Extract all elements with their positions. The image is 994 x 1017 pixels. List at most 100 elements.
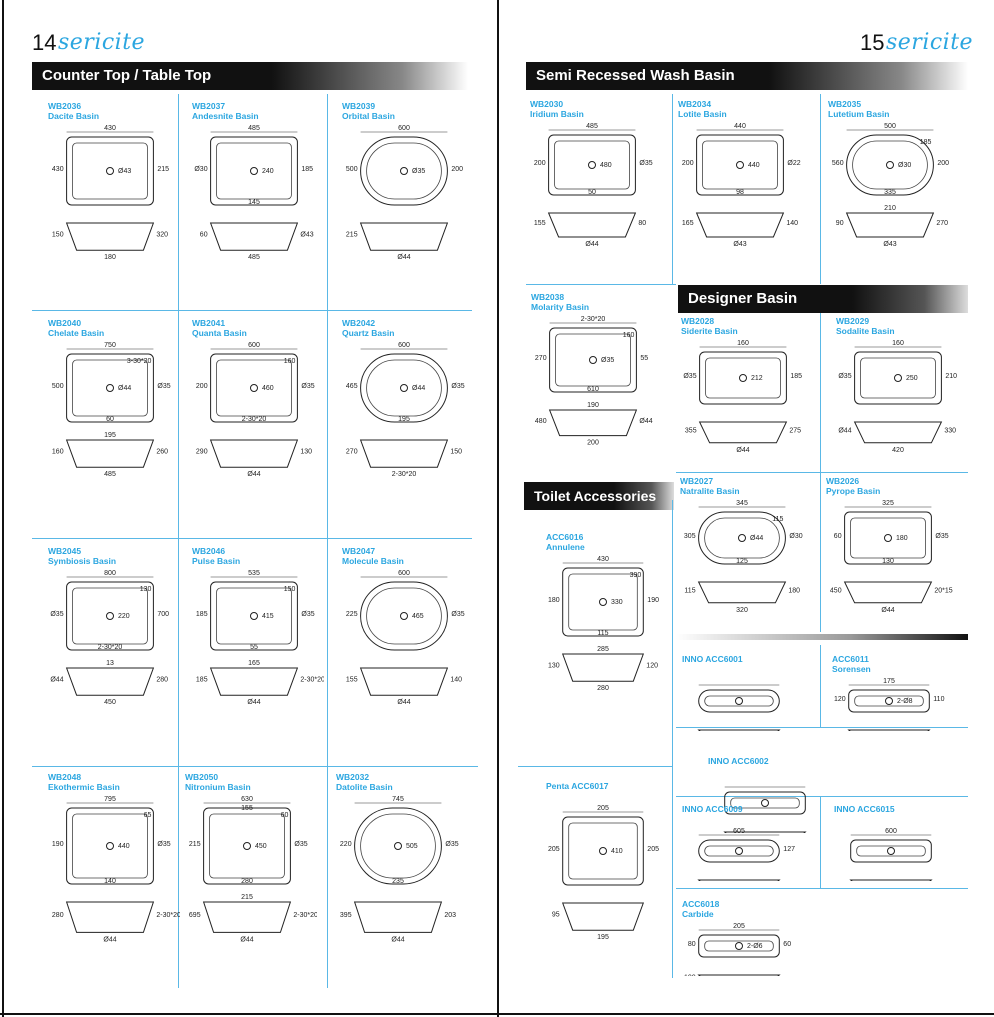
dimension-label: Ø44 xyxy=(585,241,598,248)
dimension-label: Ø44 xyxy=(639,418,652,425)
dimension-label: 700 xyxy=(157,611,169,618)
product-name: Sodalite Basin xyxy=(836,326,895,336)
basin-outline xyxy=(66,136,154,206)
product-code: WB2045 xyxy=(48,546,82,556)
product-name: Pulse Basin xyxy=(192,556,241,566)
dimension-label: 160 xyxy=(892,340,904,347)
dimension-label: 290 xyxy=(196,449,208,456)
drain-hole xyxy=(599,847,607,855)
dimension-label: 98 xyxy=(736,189,744,196)
dimension-label: 560 xyxy=(832,160,844,167)
basin-outline xyxy=(724,791,806,815)
grid-line xyxy=(526,284,676,285)
product-code: ACC6016 xyxy=(546,532,584,542)
dimension-label: 180 xyxy=(548,597,560,604)
dimension-label: 600 xyxy=(398,125,410,132)
dimension-label: Ø44 xyxy=(247,699,260,706)
dimension-label: 185 xyxy=(301,166,313,173)
section-bar-designer: Designer Basin xyxy=(678,285,968,313)
product-name: Lotite Basin xyxy=(678,109,727,119)
dimension-label: 185 xyxy=(790,373,802,380)
dimension-label: 130 xyxy=(882,558,894,565)
basin-bowl xyxy=(854,695,924,707)
dimension-label: 430 xyxy=(104,125,116,132)
basin-bowl xyxy=(209,813,285,879)
dimension-label: Ø43 xyxy=(883,241,896,248)
grid-line xyxy=(32,538,472,539)
basin-outline xyxy=(854,351,942,405)
dimension-label: 505 xyxy=(406,843,418,850)
product-code: WB2038 xyxy=(531,292,565,302)
basin-side-profile xyxy=(561,902,645,931)
product-code: Penta ACC6017 xyxy=(546,781,609,791)
dimension-label: 160 xyxy=(623,332,635,339)
grid-line xyxy=(820,796,821,888)
grid-line xyxy=(178,94,179,310)
dimension-label: 180 xyxy=(896,535,908,542)
dimension-label: Ø43 xyxy=(733,241,746,248)
dimension-label: 125 xyxy=(736,558,748,565)
dimension-label: 155 xyxy=(241,805,253,812)
dimension-label: Ø35 xyxy=(412,168,425,175)
basin-outline xyxy=(203,807,291,885)
basin-bowl xyxy=(568,573,638,631)
product-code: WB2039 xyxy=(342,101,376,111)
dimension-label: Ø35 xyxy=(50,611,63,618)
dimension-label: Ø35 xyxy=(935,533,948,540)
basin-outline xyxy=(698,839,780,863)
dimension-label: 150 xyxy=(52,232,64,239)
basin-side-profile xyxy=(845,212,935,238)
dimension-label: 50 xyxy=(588,189,596,196)
product-code: WB2041 xyxy=(192,318,226,328)
accessories-drawing xyxy=(697,684,781,731)
dimension-label: 160 xyxy=(737,340,749,347)
dimension-label: 110 xyxy=(933,696,944,703)
dimension-label: Ø35 xyxy=(157,383,170,390)
product-code: INNO ACC6001 xyxy=(682,654,743,664)
product-name: Orbital Basin xyxy=(342,111,395,121)
drain-hole xyxy=(106,384,114,392)
dimension-label: Ø35 xyxy=(601,357,614,364)
dimension-label: 205 xyxy=(733,923,745,930)
drain-hole xyxy=(250,384,258,392)
product-code: WB2040 xyxy=(48,318,82,328)
drain-hole xyxy=(886,161,894,169)
left-page-number: 14 xyxy=(32,30,57,55)
dimension-label: 275 xyxy=(789,427,801,434)
grid-line xyxy=(676,796,968,797)
dimension-label: 480 xyxy=(600,162,612,169)
dimension-label: 610 xyxy=(587,386,599,393)
product-name: Quanta Basin xyxy=(192,328,247,338)
dimension-label: 450 xyxy=(104,699,116,706)
dimension-label: 280 xyxy=(156,677,168,684)
basin-bowl xyxy=(216,142,292,200)
dimension-label: 280 xyxy=(241,878,253,885)
dimension-label: 210 xyxy=(945,373,957,380)
dimension-label: 250 xyxy=(906,375,918,382)
basin-side-profile xyxy=(853,421,943,444)
basin-outline xyxy=(548,134,636,196)
product-name: Ekothermic Basin xyxy=(48,782,120,792)
dimension-label: 390 xyxy=(630,572,642,579)
dimension-label: 2-30*20 xyxy=(242,416,267,423)
dimension-label: 605 xyxy=(733,828,745,835)
basin-side-profile xyxy=(695,212,785,238)
dimension-label: 200 xyxy=(196,383,208,390)
dimension-label: 600 xyxy=(885,828,897,835)
dimension-label: 270 xyxy=(346,449,358,456)
basin-bowl xyxy=(555,333,631,387)
product-code: INNO ACC6009 xyxy=(682,804,743,814)
basin-outline xyxy=(360,136,448,206)
dimension-label: 485 xyxy=(586,123,598,130)
dimension-label: 795 xyxy=(104,796,116,803)
accessories-drawing xyxy=(723,786,807,833)
dimension-label: Ø35 xyxy=(639,160,652,167)
dimension-label: 100 xyxy=(684,974,696,976)
